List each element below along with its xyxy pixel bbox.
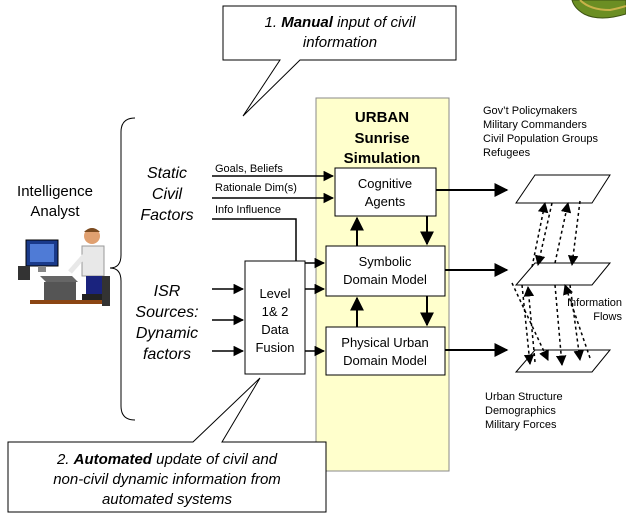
stakeholder-3: Refugees [483, 147, 531, 159]
data-fusion-line1: Level [259, 286, 290, 301]
simulation-title-line1: URBAN [355, 109, 409, 126]
physical-domain-line1: Physical Urban [341, 335, 428, 350]
manual-callout [222, 5, 457, 117]
cognitive-agents-line1: Cognitive [358, 176, 412, 191]
bottom-plane [514, 349, 612, 373]
data-fusion-line3: Data [261, 322, 289, 337]
automated-callout-line3: automated systems [102, 491, 233, 508]
cognitive-agents-line2: Agents [365, 194, 406, 209]
symbolic-domain-line1: Symbolic [359, 254, 412, 269]
bottom-label-1: Demographics [485, 405, 556, 417]
cognitive-agents-box [334, 167, 437, 217]
static-factors-line1: Static [147, 165, 187, 182]
physical-domain-box [325, 326, 446, 376]
info-flows-line1: Information [567, 297, 622, 309]
symbolic-domain-box [325, 245, 446, 297]
isr-sources-line1: ISR [154, 283, 181, 300]
data-fusion-line4: Fusion [255, 340, 294, 355]
stakeholder-1: Military Commanders [483, 119, 587, 131]
isr-sources-line3: Dynamic [136, 325, 198, 342]
stakeholder-2: Civil Population Groups [483, 133, 598, 145]
static-factors-line3: Factors [140, 207, 193, 224]
input-rationale-label: Rationale Dim(s) [215, 182, 297, 194]
arrow-influence [212, 218, 326, 269]
bottom-label-0: Urban Structure [485, 391, 563, 403]
seal-icon [571, 0, 626, 19]
simulation-title-line3: Simulation [344, 150, 421, 167]
information-flow-arrows [511, 200, 591, 367]
symbolic-domain-line2: Domain Model [343, 272, 427, 287]
static-factors-line2: Civil [152, 186, 183, 203]
automated-callout [7, 377, 327, 513]
automated-callout-line1: 2. Automated update of civil and [56, 451, 278, 468]
manual-callout-line1: 1. Manual input of civil [265, 14, 417, 31]
physical-domain-line2: Domain Model [343, 353, 427, 368]
left-brace [109, 117, 136, 421]
data-fusion-box [244, 260, 306, 375]
isr-sources-line4: factors [143, 346, 191, 363]
input-goals-label: Goals, Beliefs [215, 163, 283, 175]
computer-user-icon [18, 228, 110, 306]
middle-plane [514, 262, 612, 286]
isr-sources-line2: Sources: [135, 304, 198, 321]
info-flows-line2: Flows [593, 311, 622, 323]
top-plane [515, 174, 611, 204]
bottom-label-2: Military Forces [485, 419, 557, 431]
manual-callout-line2: information [303, 34, 377, 51]
stakeholder-0: Gov’t Policymakers [483, 105, 578, 117]
automated-callout-line2: non-civil dynamic information from [53, 471, 281, 488]
simulation-title-line2: Sunrise [354, 130, 409, 147]
input-influence-label: Info Influence [215, 204, 281, 216]
analyst-line1: Intelligence [17, 183, 93, 200]
analyst-line2: Analyst [30, 203, 80, 220]
data-fusion-line2: 1& 2 [262, 304, 289, 319]
